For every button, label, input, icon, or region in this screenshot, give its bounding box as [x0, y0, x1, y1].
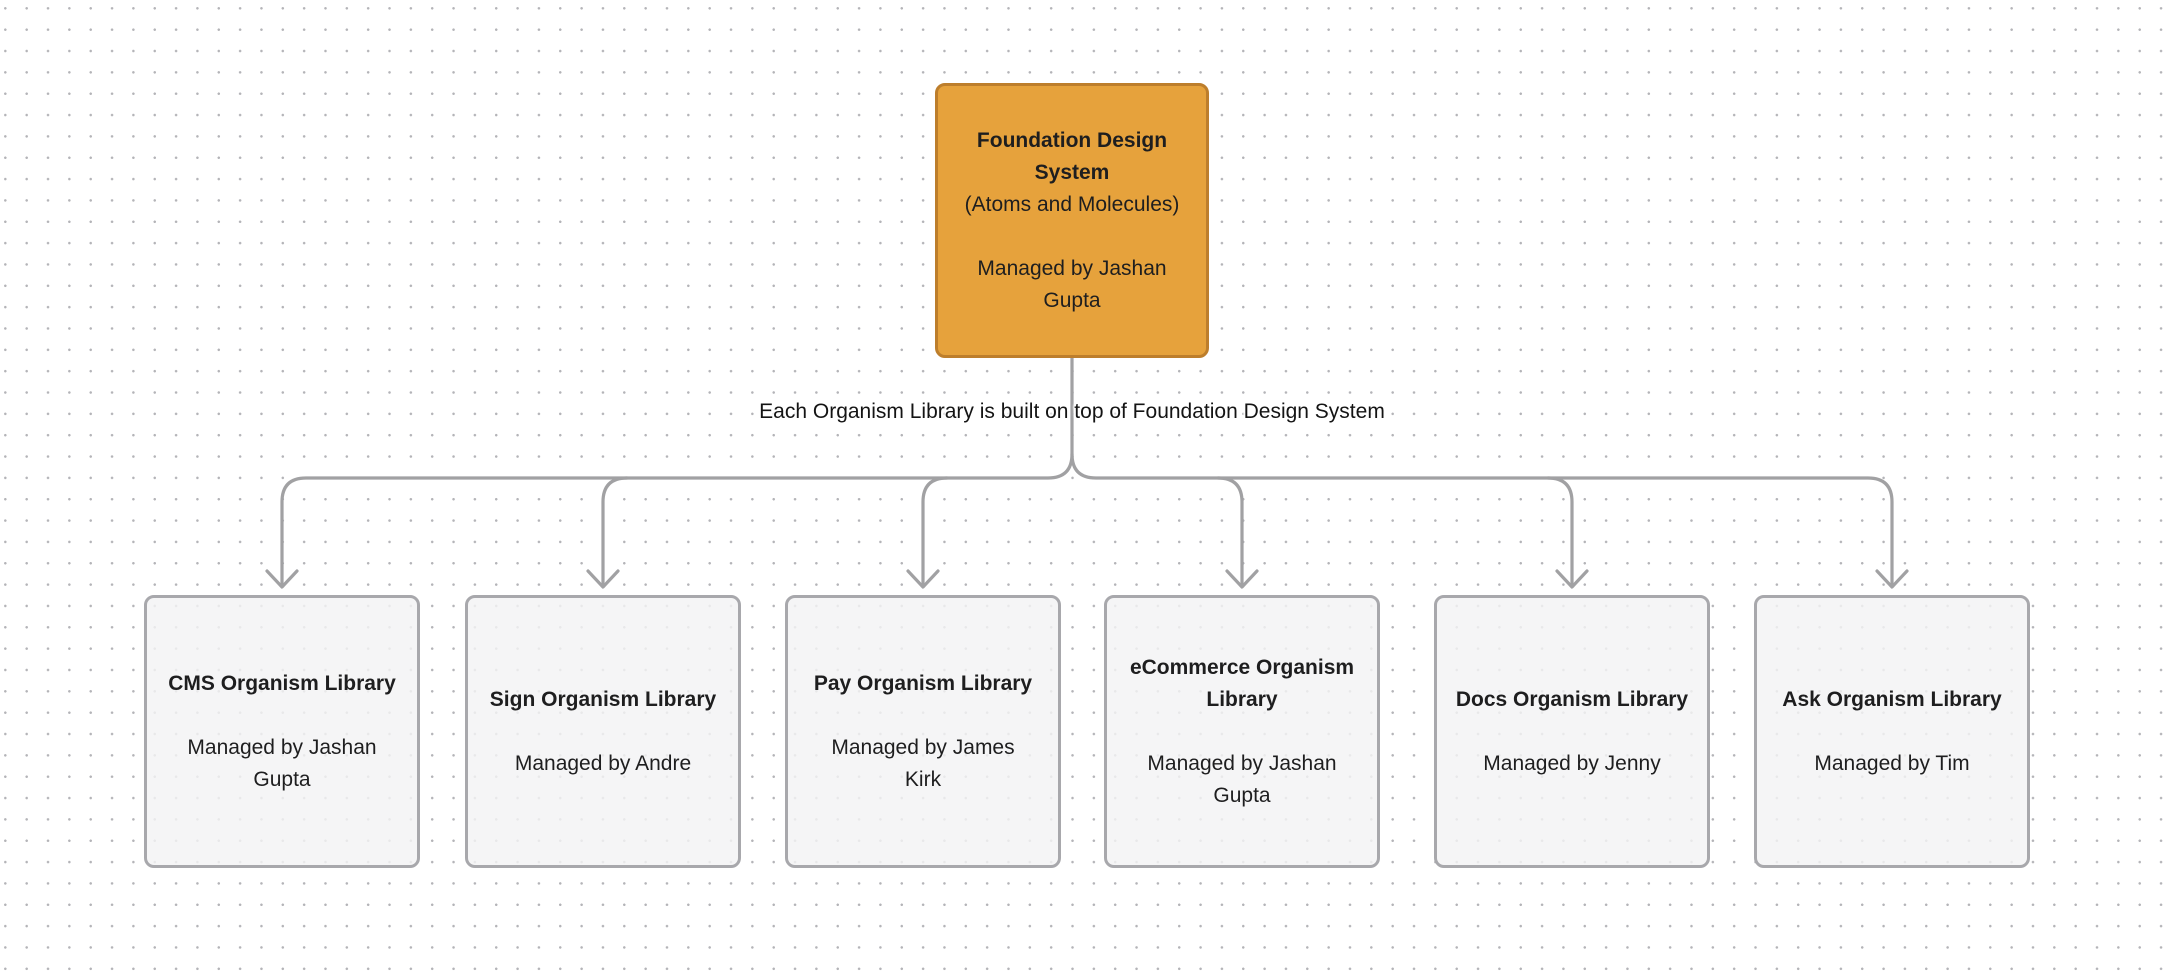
node-title: Sign Organism Library	[489, 687, 717, 711]
node-text: Foundation Design System (Atoms and Mole…	[965, 125, 1180, 317]
node-text: Ask Organism Library Managed by Tim	[1782, 684, 2001, 780]
arrowhead-down-icon	[906, 569, 940, 589]
arrow-to-sign[interactable]	[586, 476, 629, 589]
node-title: CMS Organism Library	[168, 671, 396, 695]
node-text: Pay Organism Library Managed by James Ki…	[814, 668, 1032, 796]
node-title: Ask Organism Library	[1782, 687, 2002, 711]
arrow-line	[601, 476, 629, 588]
node-text: CMS Organism Library Managed by Jashan G…	[168, 668, 396, 796]
node-cms-organism-library[interactable]: CMS Organism Library Managed by Jashan G…	[144, 595, 420, 868]
arrow-line	[1216, 476, 1244, 588]
node-title: Pay Organism Library	[813, 671, 1033, 695]
arrow-to-cms[interactable]	[265, 356, 1074, 589]
node-manager: Managed by James Kirk	[831, 735, 1015, 791]
arrowhead-down-icon	[1225, 569, 1259, 589]
arrowhead-down-icon	[586, 569, 620, 589]
node-title: Foundation Design System	[976, 128, 1168, 184]
node-text: eCommerce Organism Library Managed by Ja…	[1130, 652, 1354, 812]
arrow-to-pay[interactable]	[906, 476, 949, 589]
node-ask-organism-library[interactable]: Ask Organism Library Managed by Tim	[1754, 595, 2030, 868]
arrowhead-down-icon	[1555, 569, 1589, 589]
arrow-to-ecommerce[interactable]	[1216, 476, 1259, 589]
arrow-line	[921, 476, 949, 588]
node-docs-organism-library[interactable]: Docs Organism Library Managed by Jenny	[1434, 595, 1710, 868]
node-manager: Managed by Tim	[1814, 751, 1970, 775]
node-text: Sign Organism Library Managed by Andre	[490, 684, 716, 780]
arrow-line	[1070, 452, 1894, 588]
node-ecommerce-organism-library[interactable]: eCommerce Organism Library Managed by Ja…	[1104, 595, 1380, 868]
arrowhead-down-icon	[1875, 569, 1909, 589]
node-pay-organism-library[interactable]: Pay Organism Library Managed by James Ki…	[785, 595, 1061, 868]
node-title: Docs Organism Library	[1455, 687, 1689, 711]
node-manager: Managed by Andre	[514, 751, 692, 775]
arrow-line	[280, 356, 1074, 588]
node-foundation-design-system[interactable]: Foundation Design System (Atoms and Mole…	[935, 83, 1209, 358]
node-subtitle: (Atoms and Molecules)	[964, 192, 1180, 216]
arrow-line	[1546, 476, 1574, 588]
arrowhead-down-icon	[265, 569, 299, 589]
node-sign-organism-library[interactable]: Sign Organism Library Managed by Andre	[465, 595, 741, 868]
arrow-to-docs[interactable]	[1546, 476, 1589, 589]
node-text: Docs Organism Library Managed by Jenny	[1456, 684, 1688, 780]
node-manager: Managed by Jenny	[1483, 751, 1661, 775]
arrow-to-ask[interactable]	[1070, 452, 1909, 589]
node-manager: Managed by Jashan Gupta	[1147, 751, 1337, 807]
node-title: eCommerce Organism Library	[1129, 655, 1355, 711]
node-manager: Managed by Jashan Gupta	[977, 256, 1167, 312]
arrow-annotation[interactable]: Each Organism Library is built on top of…	[759, 400, 1385, 423]
node-manager: Managed by Jashan Gupta	[187, 735, 377, 791]
